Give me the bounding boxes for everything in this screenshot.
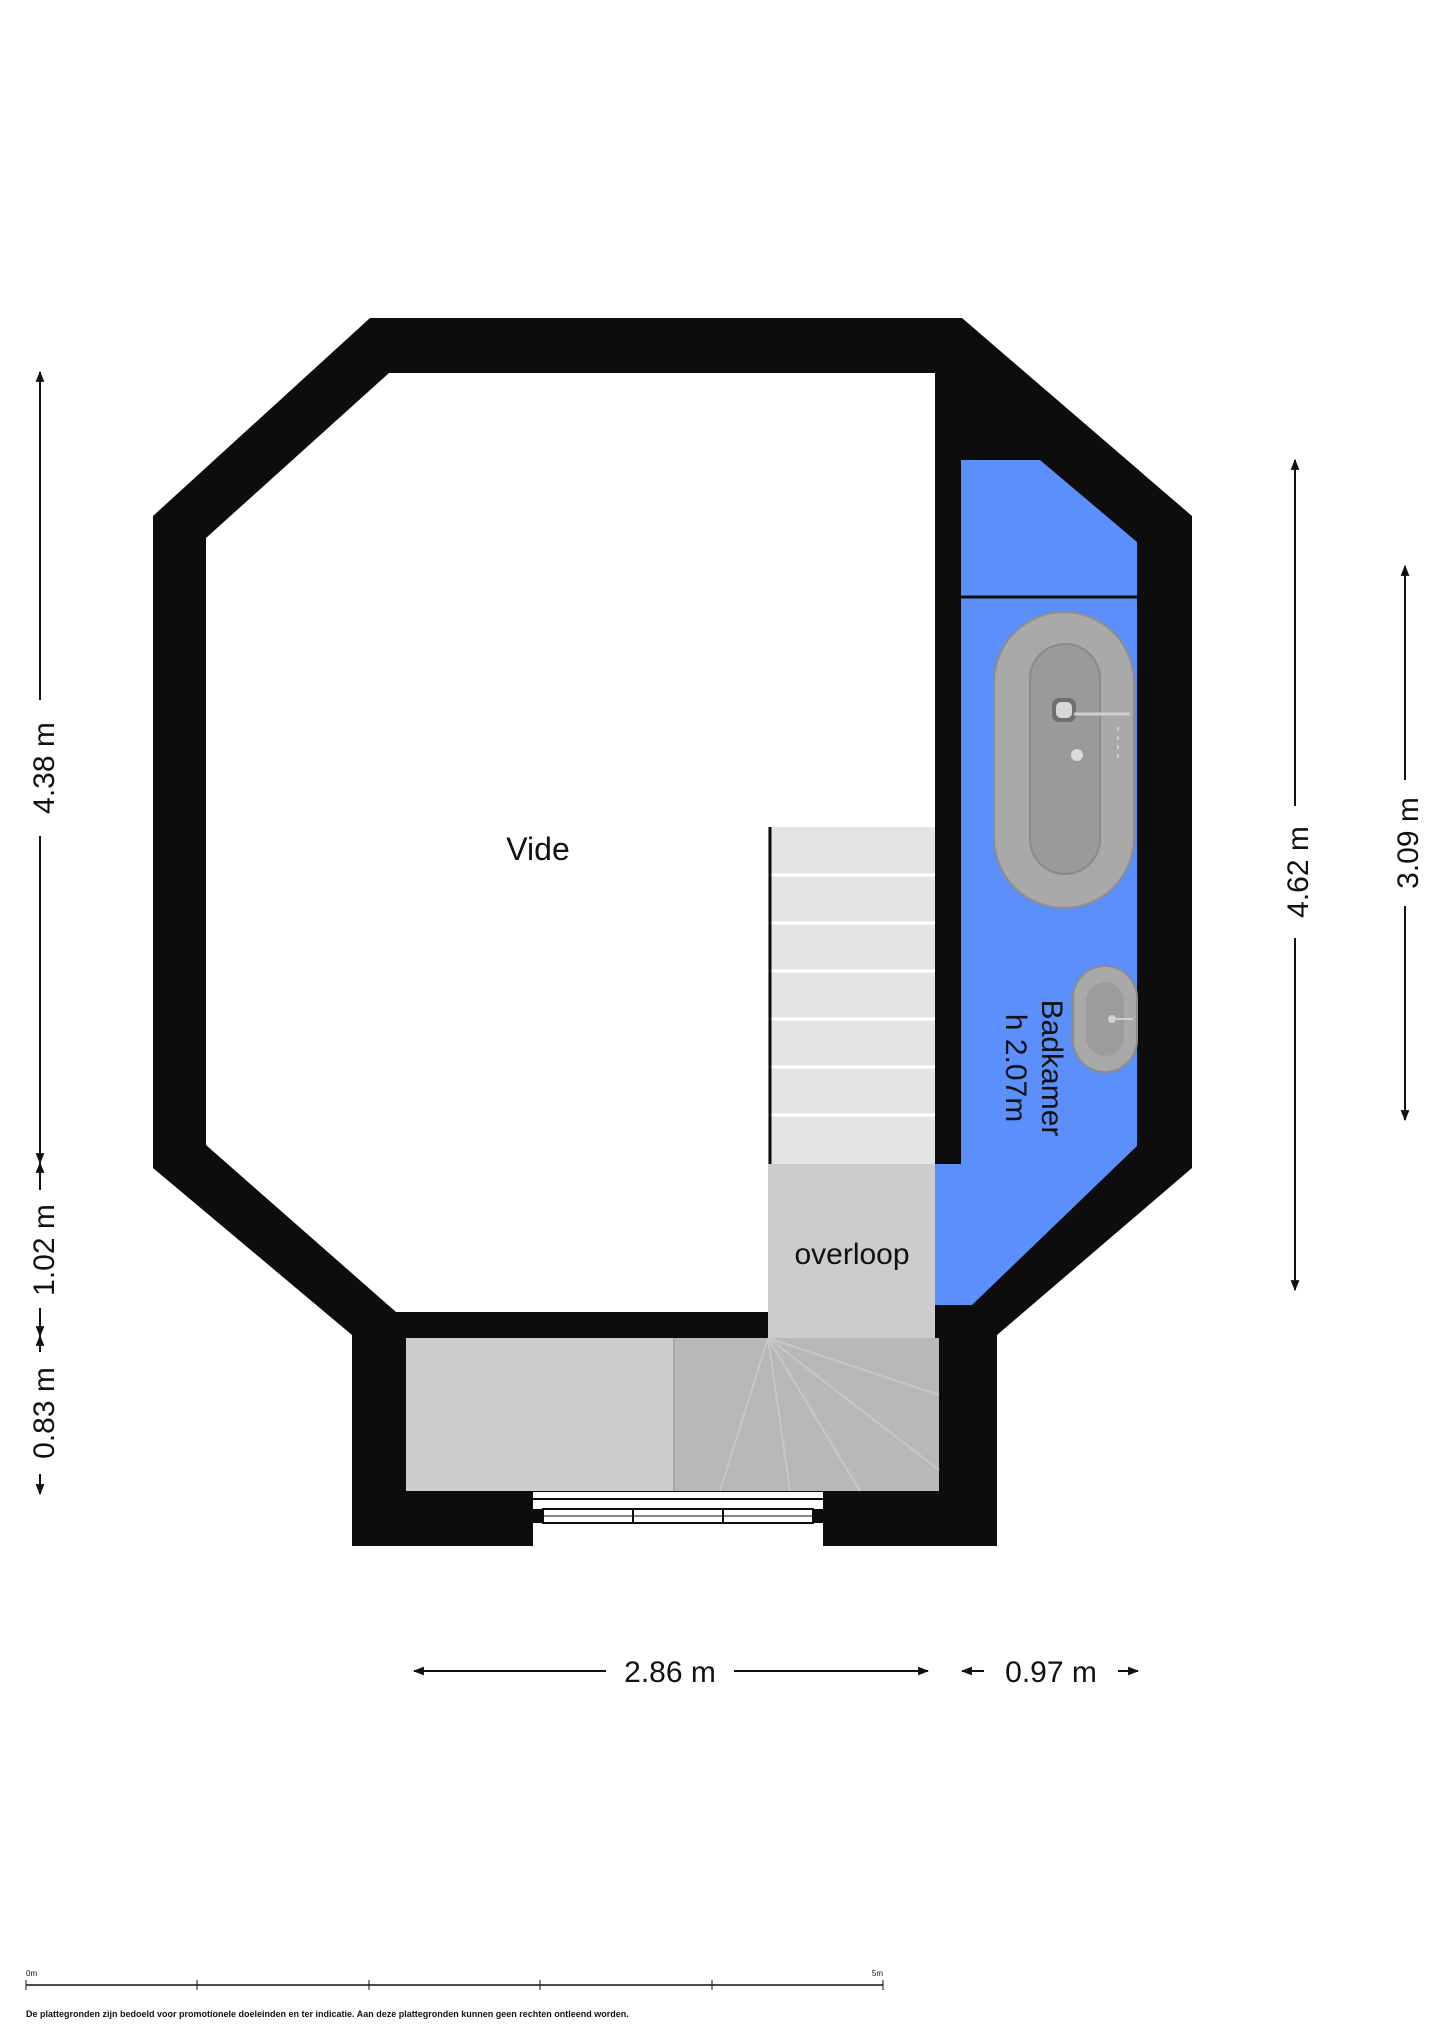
scale-bar-start-label: 0m — [26, 1969, 37, 1978]
dimension-label-left-middle: 1.02 m — [28, 1204, 61, 1296]
dimension-bottom-side: 0.97 m — [960, 1656, 1140, 1689]
bathtub — [993, 611, 1135, 909]
lower-hall — [406, 1338, 674, 1491]
room-label-vide: Vide — [506, 831, 569, 867]
scale-bar-end-label: 5m — [872, 1969, 883, 1978]
dimension-label-bottom-side: 0.97 m — [1005, 1656, 1097, 1689]
scale-bar: 0m 5m — [25, 1969, 884, 1990]
winding-stair — [673, 1337, 940, 1492]
dimension-right-outer: 4.62 m — [1282, 458, 1315, 1292]
dimension-bottom-main: 2.86 m — [412, 1656, 930, 1689]
dimension-label-right-outer: 4.62 m — [1282, 826, 1315, 918]
dimension-label-right-inner: 3.09 m — [1392, 797, 1425, 889]
dimension-right-inner: 3.09 m — [1392, 564, 1425, 1122]
dimension-left-lower: 0.83 m — [28, 1334, 61, 1496]
window — [533, 1497, 823, 1546]
staircase — [768, 827, 935, 1164]
dimension-left-upper: 4.38 m — [28, 370, 61, 1165]
vide-area — [206, 373, 935, 1312]
dimension-label-left-lower: 0.83 m — [28, 1367, 61, 1459]
dimension-left-middle: 1.02 m — [28, 1161, 61, 1338]
dimension-label-left-upper: 4.38 m — [28, 722, 61, 814]
interior-wall — [935, 373, 961, 1160]
corner-shaft — [963, 398, 1005, 432]
disclaimer: De plattegronden zijn bedoeld voor promo… — [26, 2009, 629, 2019]
washbasin — [1072, 965, 1138, 1073]
room-label-landing: overloop — [794, 1238, 909, 1271]
room-label-bathroom-height: h 2.07m — [999, 1014, 1032, 1122]
room-label-bathroom: Badkamer — [1035, 1000, 1068, 1137]
landing-area — [768, 1164, 935, 1338]
dimension-label-bottom-main: 2.86 m — [624, 1656, 716, 1689]
